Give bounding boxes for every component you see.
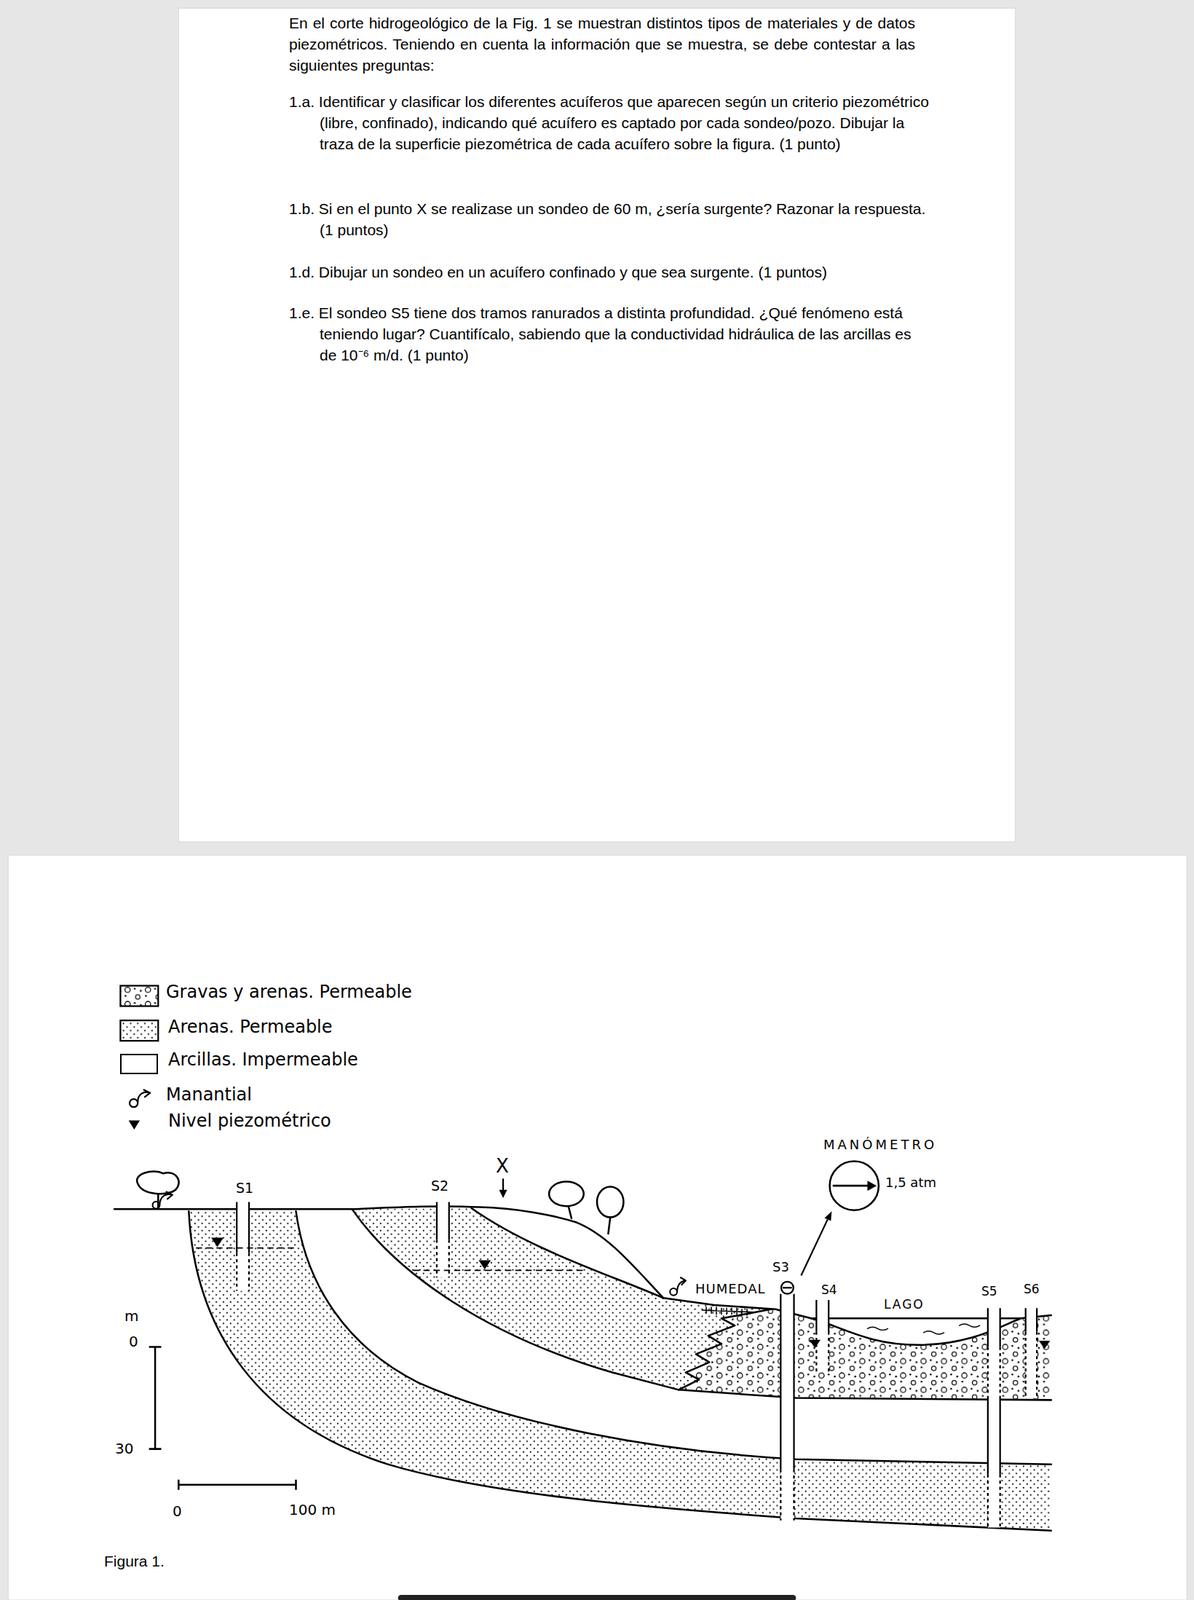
wetland-label: HUMEDAL [695,1282,766,1296]
legend-swatch [120,1053,158,1074]
question-item: 1.d. Dibujar un sondeo en un acuífero co… [289,261,930,283]
legend-text: Manantial [165,1085,252,1103]
question-intro: En el corte hidrogeológico de la Fig. 1 … [289,12,916,76]
gauge-label: MANÓMETRO [823,1137,937,1152]
pressure-value: 1,5 atm [885,1175,937,1189]
scale-value: 0 [128,1333,139,1349]
question-item: 1.e. El sondeo S5 tiene dos tramos ranur… [289,302,930,366]
lake-label: LAGO [883,1298,925,1311]
well-label: S6 [1023,1282,1040,1296]
question-item: 1.a. Identificar y clasificar los difere… [289,91,930,155]
scale-unit: m [124,1308,139,1323]
scale-value: 100 m [289,1501,336,1517]
legend-text: Arcillas. Impermeable [168,1050,359,1069]
well-label: S3 [772,1260,790,1274]
well-label: S5 [981,1285,998,1298]
scale-value: 0 [172,1503,183,1518]
question-item: 1.b. Si en el punto X se realizase un so… [289,198,930,241]
figure-caption: Figura 1. [104,1552,165,1569]
legend-text: Gravas y arenas. Permeable [165,982,413,1001]
well-label: S4 [821,1283,838,1296]
scale-value: 30 [115,1440,134,1456]
legend-text: Nivel piezométrico [168,1111,332,1130]
well-label: S1 [235,1180,254,1195]
well-label: S2 [431,1178,449,1193]
point-label: X [495,1156,509,1176]
legend-text: Arenas. Permeable [168,1017,333,1036]
